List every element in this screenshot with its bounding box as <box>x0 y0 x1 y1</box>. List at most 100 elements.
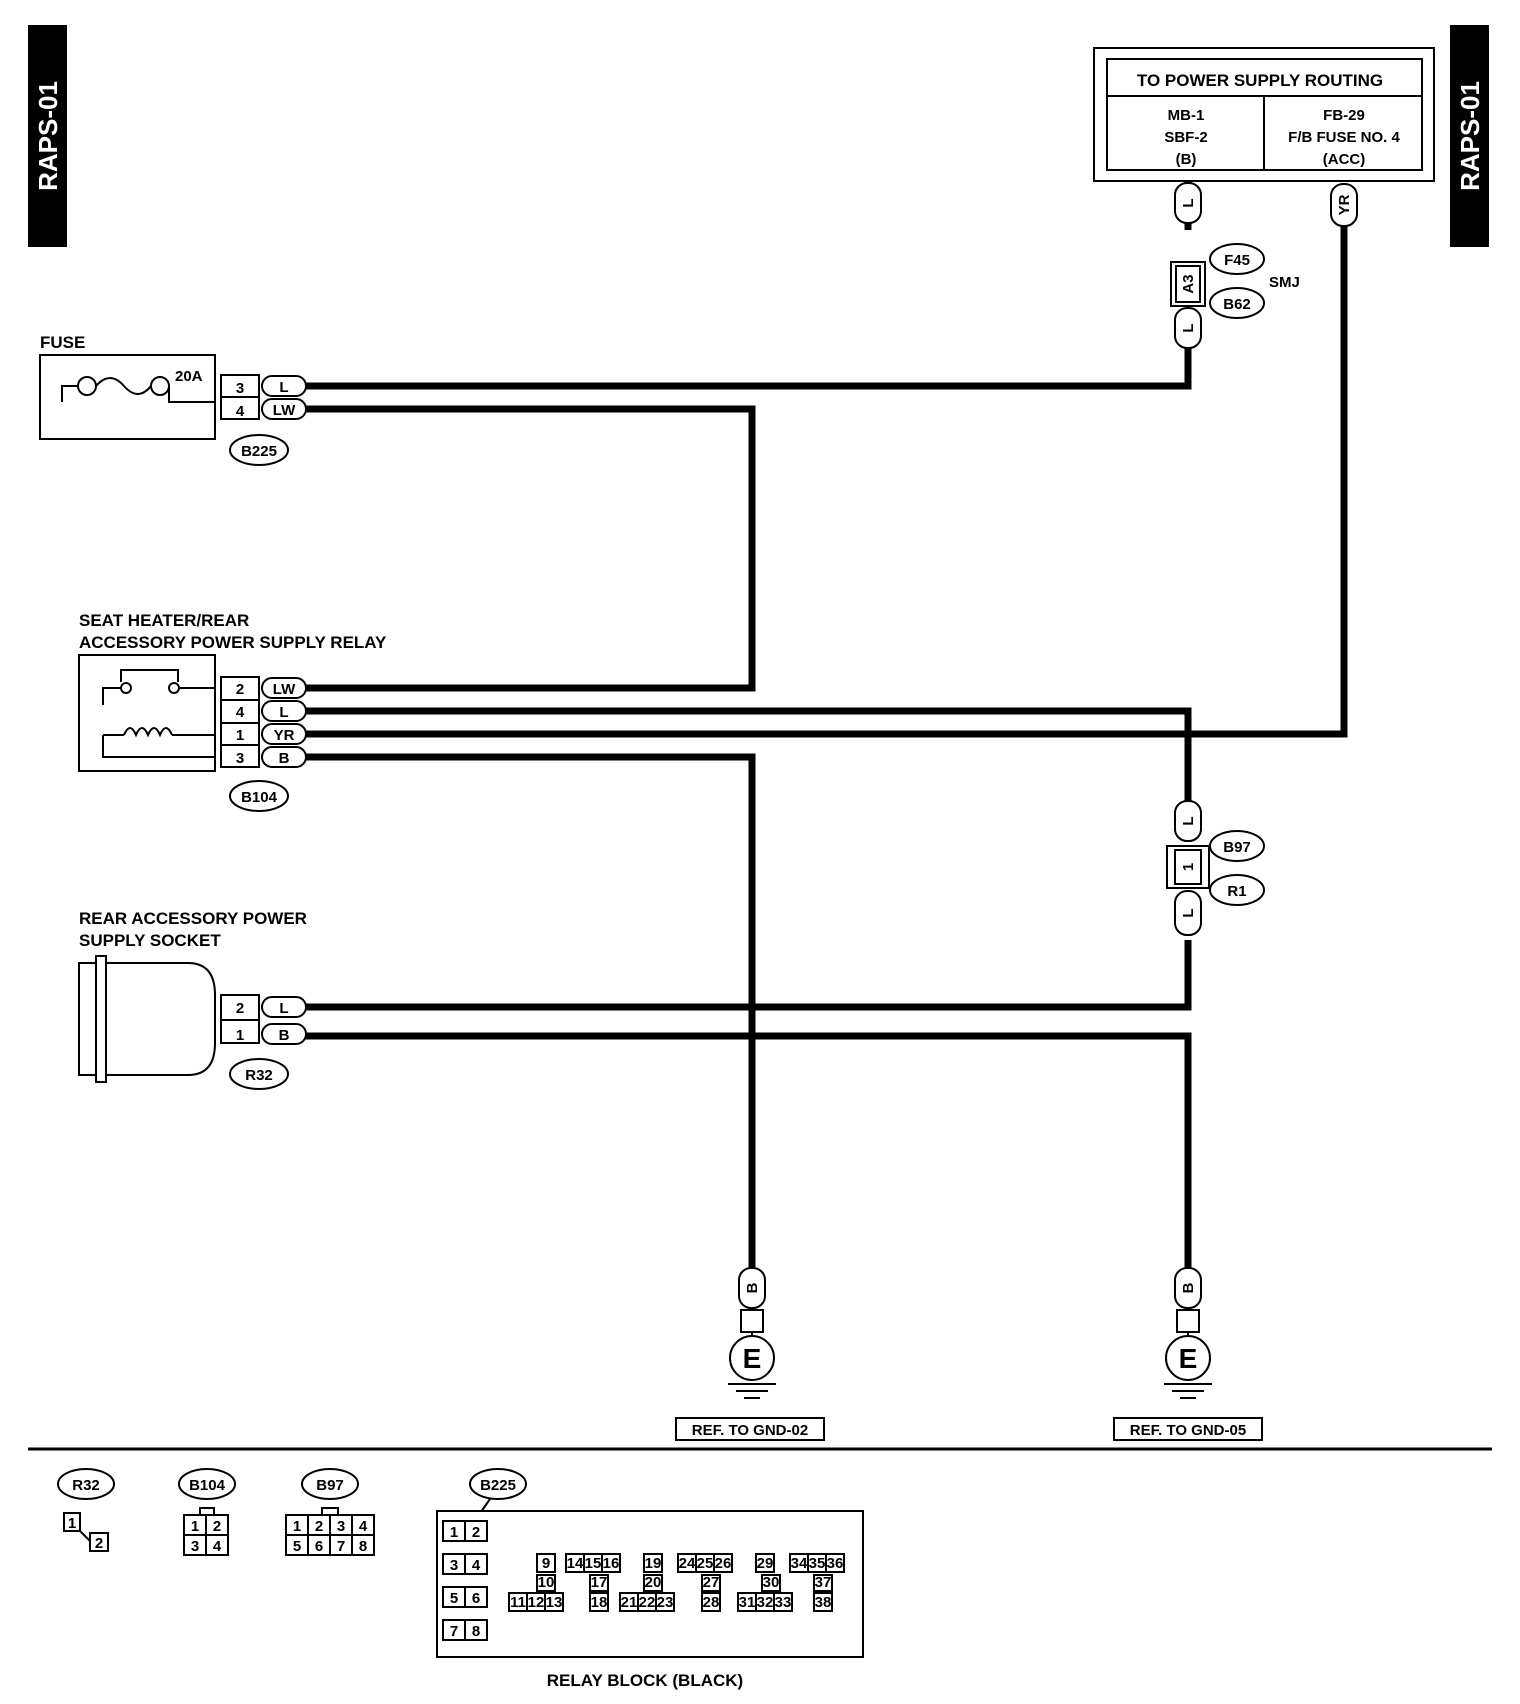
svg-text:2: 2 <box>213 1518 221 1535</box>
svg-text:2: 2 <box>236 681 244 698</box>
b225-pin-cell <box>701 1574 721 1592</box>
svg-text:3: 3 <box>191 1538 199 1555</box>
connector-b104: B104 <box>241 789 278 806</box>
svg-text:YR: YR <box>1336 194 1353 215</box>
ground-gnd-02: B E REF. TO GND-02 <box>675 1267 825 1441</box>
svg-text:L: L <box>279 379 288 396</box>
b225-pin-label: 35 <box>809 1555 826 1572</box>
b225-pin-label: 37 <box>815 1574 832 1591</box>
b225-pin-label: 23 <box>657 1594 674 1611</box>
b225-pin-cell <box>464 1619 488 1641</box>
b225-pin-label: 30 <box>763 1574 780 1591</box>
b225-pin-label: 38 <box>815 1594 832 1611</box>
relay-component: SEAT HEATER/REAR ACCESSORY POWER SUPPLY … <box>78 611 387 812</box>
b225-pin-label: 34 <box>791 1555 808 1572</box>
svg-text:3: 3 <box>236 750 244 767</box>
svg-text:YR: YR <box>274 727 295 744</box>
b225-pin-cell <box>464 1586 488 1608</box>
b97-pin-label: 2 <box>315 1518 323 1535</box>
svg-text:LW: LW <box>273 402 296 419</box>
svg-text:B225: B225 <box>480 1477 516 1494</box>
svg-text:LW: LW <box>273 681 296 698</box>
b225-pin-label: 22 <box>639 1594 656 1611</box>
b225-pin-label: 15 <box>585 1555 602 1572</box>
svg-text:SBF-2: SBF-2 <box>1164 129 1207 146</box>
b225-pin-label: 11 <box>510 1594 526 1611</box>
b225-pin-cell <box>755 1553 775 1573</box>
yr-wire-label: YR <box>1330 183 1358 227</box>
svg-text:4: 4 <box>213 1538 222 1555</box>
b225-pin-label: 6 <box>472 1590 480 1607</box>
svg-text:E: E <box>1179 1343 1198 1374</box>
b225-pin-label: 21 <box>621 1594 638 1611</box>
connector-r1: R1 <box>1227 883 1246 900</box>
svg-text:RAPS-01: RAPS-01 <box>1455 81 1485 191</box>
b225-pin-label: 24 <box>679 1555 696 1572</box>
svg-text:L: L <box>279 1000 288 1017</box>
b225-pin-cell <box>643 1553 663 1573</box>
b225-pin-label: 36 <box>827 1555 844 1572</box>
svg-text:L: L <box>1180 198 1197 207</box>
connector-r32: R32 <box>245 1067 273 1084</box>
svg-text:1: 1 <box>1180 863 1197 871</box>
b225-pin-label: 9 <box>542 1555 550 1572</box>
svg-text:20A: 20A <box>175 368 203 385</box>
b225-pin-label: 20 <box>645 1574 662 1591</box>
connector-view-r32: R32 1 2 <box>57 1468 115 1552</box>
connector-b225: B225 <box>241 443 277 460</box>
b225-pin-label: 12 <box>528 1594 545 1611</box>
b225-pin-label: 4 <box>472 1557 481 1574</box>
svg-text:B104: B104 <box>189 1477 226 1494</box>
svg-text:FUSE: FUSE <box>40 333 85 352</box>
b225-pin-label: 13 <box>546 1594 563 1611</box>
svg-text:1: 1 <box>236 727 244 744</box>
svg-text:3: 3 <box>236 380 244 397</box>
b97-pin-cell <box>351 1534 375 1556</box>
b225-pin-label: 19 <box>645 1555 662 1572</box>
svg-text:(ACC): (ACC) <box>1323 151 1366 168</box>
svg-text:B97: B97 <box>316 1477 344 1494</box>
b225-pin-label: 18 <box>591 1594 608 1611</box>
b225-pin-label: 5 <box>450 1590 458 1607</box>
page-tag-right: RAPS-01 <box>1450 25 1489 247</box>
b225-pin-label: 33 <box>775 1594 792 1611</box>
svg-text:F/B FUSE NO. 4: F/B FUSE NO. 4 <box>1288 129 1400 146</box>
smj-splice: L A3 L F45 B62 SMJ <box>1170 182 1300 349</box>
b97-pin-label: 4 <box>359 1518 368 1535</box>
b225-pin-label: 7 <box>450 1623 458 1640</box>
b225-pin-cell <box>464 1553 488 1575</box>
connector-b62: B62 <box>1223 296 1251 313</box>
b225-pin-label: 29 <box>757 1555 774 1572</box>
svg-text:4: 4 <box>236 403 245 420</box>
svg-text:A3: A3 <box>1180 274 1197 293</box>
b225-pin-label: 10 <box>538 1574 555 1591</box>
b225-pin-cell <box>589 1574 609 1592</box>
svg-text:ACCESSORY POWER SUPPLY RELAY: ACCESSORY POWER SUPPLY RELAY <box>79 633 387 652</box>
b225-pin-label: 32 <box>757 1594 774 1611</box>
b225-pin-cell <box>773 1592 793 1612</box>
b97-pin-label: 7 <box>337 1538 345 1555</box>
ground-gnd-05: B E REF. TO GND-05 <box>1113 1267 1263 1441</box>
svg-text:4: 4 <box>236 704 245 721</box>
b225-pin-cell <box>544 1592 564 1612</box>
b225-pin-label: 1 <box>450 1524 458 1541</box>
b225-pin-label: 28 <box>703 1594 720 1611</box>
ref-gnd-05: REF. TO GND-05 <box>1130 1422 1246 1439</box>
page-tag-left: RAPS-01 <box>28 25 67 247</box>
connector-view-b104: B104 1 2 3 4 <box>178 1468 236 1556</box>
ref-gnd-02: REF. TO GND-02 <box>692 1422 808 1439</box>
b225-pin-cell <box>813 1574 833 1592</box>
b225-pin-cell <box>643 1574 663 1592</box>
svg-text:2: 2 <box>236 1000 244 1017</box>
b97-pin-label: 5 <box>293 1538 301 1555</box>
b97-pin-label: 3 <box>337 1518 345 1535</box>
b225-pin-label: 25 <box>697 1555 714 1572</box>
b225-pin-label: 17 <box>591 1574 608 1591</box>
svg-text:2: 2 <box>95 1535 103 1552</box>
svg-text:L: L <box>279 704 288 721</box>
svg-text:R32: R32 <box>72 1477 100 1494</box>
svg-text:SUPPLY SOCKET: SUPPLY SOCKET <box>79 931 221 950</box>
svg-text:FB-29: FB-29 <box>1323 107 1365 124</box>
